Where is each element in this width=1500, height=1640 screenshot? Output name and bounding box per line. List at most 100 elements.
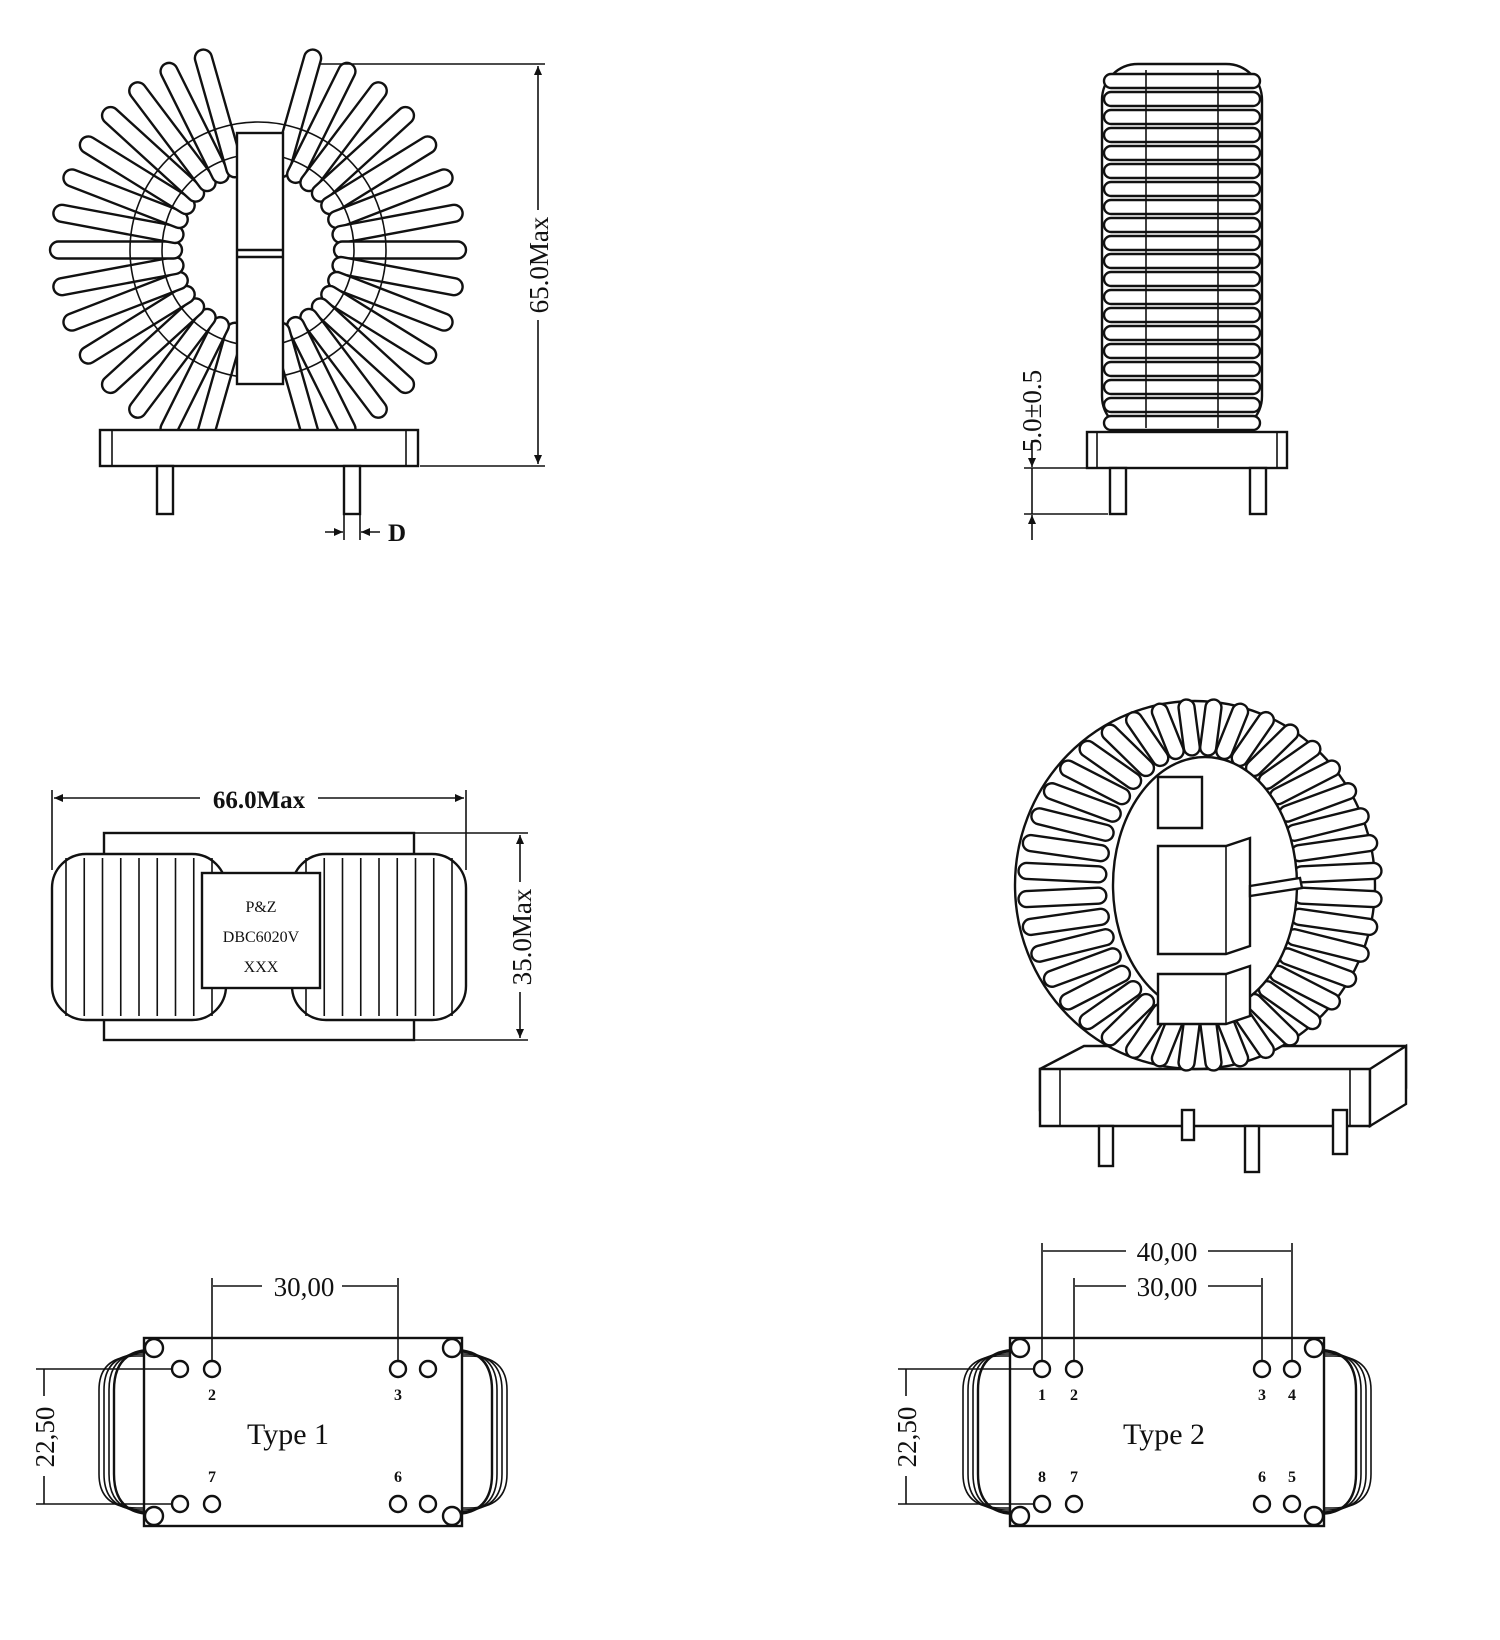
type2-pin-2: [1064, 1359, 1084, 1379]
top-view-windings: [50, 852, 468, 1022]
winding-turn: [62, 168, 189, 230]
isometric-view: [1013, 698, 1408, 1174]
winding-turn: [442, 1355, 508, 1509]
winding-turn: [1102, 108, 1262, 126]
winding-turn: [48, 240, 184, 260]
depth-dimension-label: 35.0Max: [507, 888, 537, 985]
winding-turn: [159, 61, 231, 185]
winding-turn: [1102, 162, 1262, 180]
winding-turn: [1030, 928, 1115, 963]
winding-turn: [327, 270, 454, 332]
center-divider: [235, 131, 285, 386]
side-pin-left: [1108, 466, 1128, 516]
winding-turn: [327, 168, 454, 230]
winding-turn: [1102, 306, 1262, 324]
front-pin-left: [155, 464, 175, 516]
winding-turn: [299, 307, 388, 419]
winding-turn: [1030, 807, 1115, 842]
winding-turn: [1102, 180, 1262, 198]
winding-turn: [1102, 414, 1262, 432]
type2-pin-3: [1252, 1359, 1272, 1379]
winding-turn: [1017, 886, 1108, 909]
winding-turn: [299, 81, 388, 193]
marking-line-2: DBC6020V: [223, 929, 300, 946]
winding-turn: [1059, 964, 1132, 1011]
iso-divider-top: [1156, 775, 1204, 830]
iso-divider-tab: [1248, 876, 1304, 898]
type2-pin-4: [1282, 1359, 1302, 1379]
type2-outer-pitch-label: 40,00: [1137, 1237, 1198, 1267]
type2-pin-label-6: 6: [1258, 1469, 1266, 1486]
winding-turn: [78, 284, 196, 365]
winding-turn: [1100, 992, 1156, 1047]
winding-turn: [962, 1355, 1028, 1509]
winding-turn: [1306, 1355, 1372, 1509]
type2-pin-label-4: 4: [1288, 1387, 1296, 1404]
type2-footprint: 1 2 3 4 8 7 6 5 Type 2 40,00 30,00 22,50: [892, 1236, 1372, 1528]
winding-turn: [1292, 886, 1383, 909]
winding-turn: [310, 105, 416, 203]
type1-base-outline: [142, 1336, 464, 1528]
type1-pin-label-3: 3: [394, 1387, 402, 1404]
front-pin-right: [342, 464, 362, 516]
side-base: [1085, 430, 1289, 470]
type2-label: Type 2: [1123, 1418, 1205, 1451]
height-dimension-label: 65.0Max: [524, 216, 554, 313]
marking-line-3: XXX: [244, 959, 279, 976]
winding-turn: [1042, 782, 1122, 823]
winding-turn: [52, 255, 185, 297]
winding-turn: [1078, 739, 1143, 791]
winding-turn: [332, 240, 468, 260]
winding-turn: [1102, 270, 1262, 288]
winding-turn: [1102, 198, 1262, 216]
type1-pin-label-7: 7: [208, 1469, 216, 1486]
winding-turn: [100, 105, 206, 203]
width-dimension-label: 66.0Max: [213, 787, 306, 814]
type1-pin-hole: [418, 1359, 438, 1379]
winding-turn: [1059, 759, 1132, 806]
winding-turn: [1078, 979, 1143, 1031]
type1-pin-hole: [418, 1494, 438, 1514]
winding-turn: [1150, 702, 1185, 761]
winding-turn: [1199, 698, 1223, 757]
winding-turn: [1102, 324, 1262, 342]
winding-turn: [1017, 861, 1108, 884]
winding-turn: [128, 81, 217, 193]
winding-turn: [320, 284, 438, 365]
side-view: 5.0±0.5: [1017, 62, 1289, 540]
iso-view-windings: [1017, 698, 1383, 1072]
winding-turn: [1102, 72, 1262, 90]
winding-turn: [1042, 947, 1122, 988]
iso-divider-middle: [1156, 836, 1252, 956]
type2-pin-label-8: 8: [1038, 1469, 1046, 1486]
iso-pin-2: [1180, 1108, 1196, 1142]
winding-turn: [331, 203, 464, 245]
type2-pin-7: [1064, 1494, 1084, 1514]
marking-line-1: P&Z: [245, 899, 276, 916]
winding-turn: [62, 270, 189, 332]
winding-turn: [1102, 342, 1262, 360]
type1-pin-7: [202, 1494, 222, 1514]
front-view: 65.0Max D: [48, 48, 554, 547]
type1-pin-3: [388, 1359, 408, 1379]
winding-turn: [1102, 396, 1262, 414]
winding-turn: [310, 297, 416, 395]
winding-turn: [1102, 234, 1262, 252]
type2-pin-6: [1252, 1494, 1272, 1514]
standoff-dimension-label: 5.0±0.5: [1017, 370, 1047, 452]
type2-base-outline: [1008, 1336, 1326, 1528]
winding-turn: [1292, 861, 1383, 884]
winding-turn: [320, 135, 438, 216]
type1-pin-2: [202, 1359, 222, 1379]
type1-pin-label-6: 6: [394, 1469, 402, 1486]
winding-turn: [1021, 907, 1110, 937]
type2-pin-label-1: 1: [1038, 1387, 1046, 1404]
winding-turn: [1177, 698, 1201, 757]
winding-turn: [1102, 288, 1262, 306]
iso-base-side: [1368, 1043, 1408, 1129]
type2-pin-label-3: 3: [1258, 1387, 1266, 1404]
type1-row-label: 22,50: [30, 1407, 60, 1468]
type1-label: Type 1: [247, 1418, 329, 1451]
type2-pin-5: [1282, 1494, 1302, 1514]
